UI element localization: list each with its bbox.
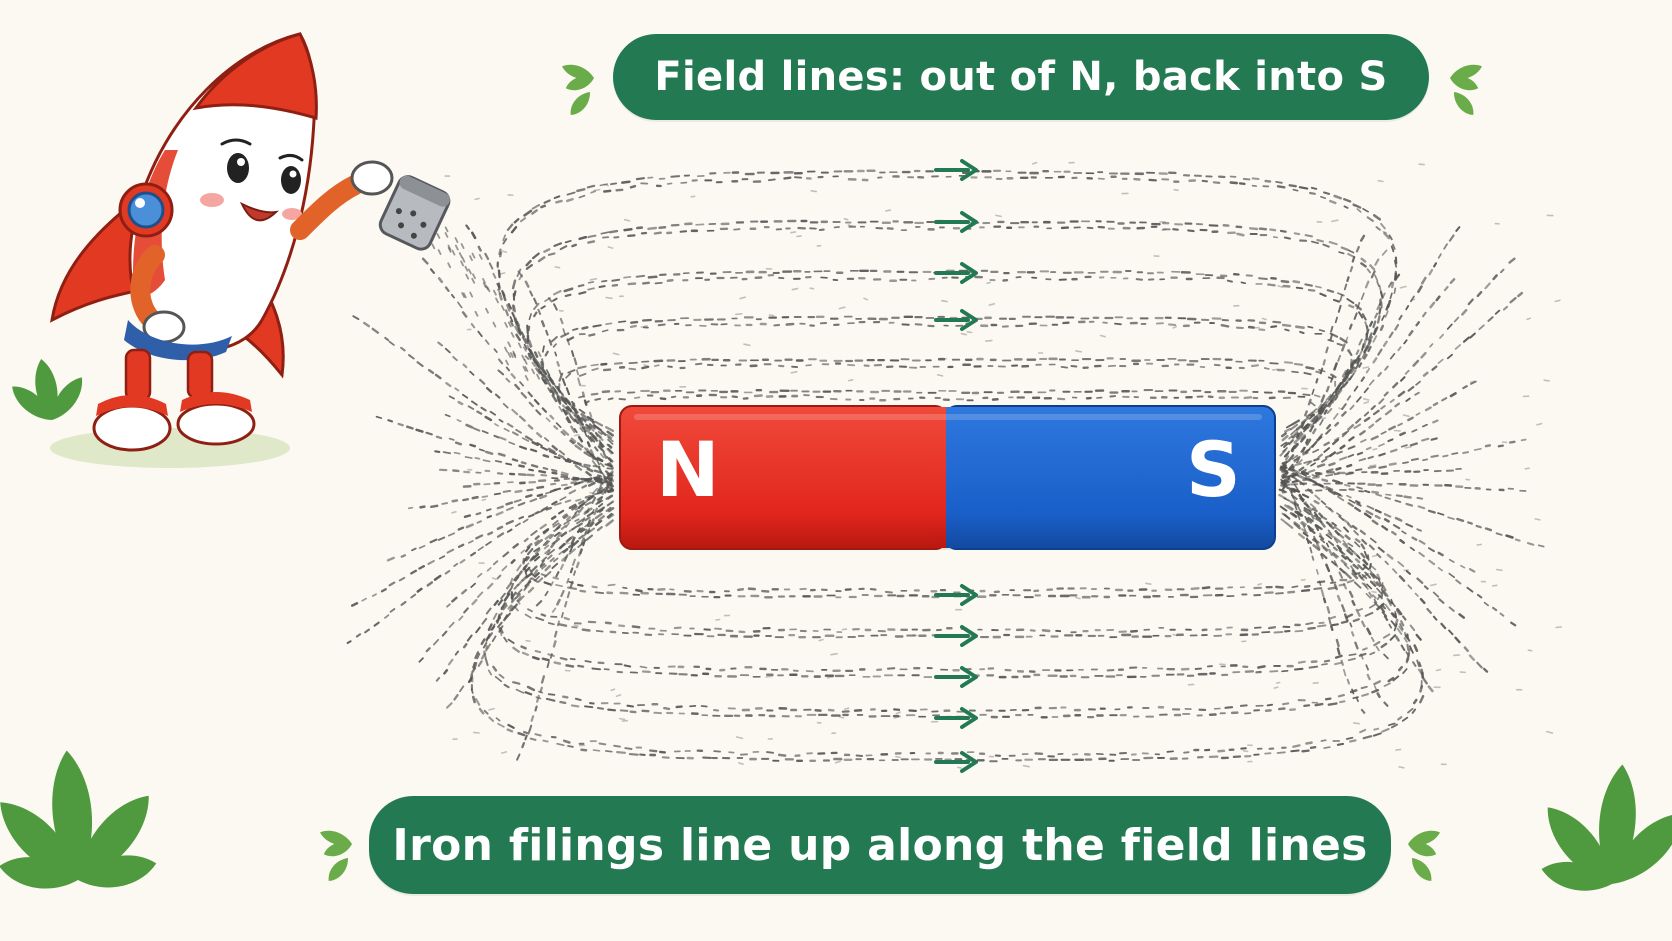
leaf-icon (0, 857, 78, 889)
leaf-icon (323, 842, 352, 857)
top-banner: Field lines: out of N, back into S (613, 34, 1429, 120)
south-pole-label: S (1186, 425, 1241, 514)
field-direction-arrows (934, 159, 978, 773)
leaf-icon (570, 92, 591, 115)
leaf-icon (328, 858, 349, 881)
leaf-icon (1453, 92, 1474, 115)
bottom-banner-text: Iron filings line up along the field lin… (392, 819, 1368, 871)
leaf-icon (320, 830, 352, 846)
iron-filings (346, 161, 1563, 769)
arrow-right-icon (934, 707, 978, 729)
arrow-right-icon (934, 309, 978, 331)
top-banner-text: Field lines: out of N, back into S (654, 54, 1388, 100)
arrow-right-icon (934, 625, 978, 647)
leaf-icon (51, 377, 82, 420)
bar-magnet (619, 405, 1276, 550)
leaf-icon (78, 855, 157, 888)
salt-shaker-icon (378, 175, 451, 251)
arrow-right-icon (934, 584, 978, 606)
arrow-right-icon (934, 262, 978, 284)
leaf-icon (12, 386, 52, 420)
arrow-right-icon (934, 751, 978, 773)
leaf-icon (1612, 813, 1672, 884)
leaf-icon (0, 802, 78, 880)
leaf-icon (1450, 76, 1479, 91)
rocket-character-icon (50, 32, 394, 468)
arrow-right-icon (934, 159, 978, 181)
leaf-icon (1408, 842, 1437, 857)
leaf-icon (1408, 830, 1440, 846)
leaf-icon (1547, 807, 1612, 884)
leaf-icon (78, 795, 149, 880)
arrow-right-icon (934, 666, 978, 688)
leaf-icon (562, 64, 594, 80)
leaf-icon (1411, 858, 1432, 881)
bottom-banner: Iron filings line up along the field lin… (369, 796, 1391, 894)
arrow-right-icon (934, 211, 978, 233)
leaf-icon (1450, 64, 1482, 80)
north-pole-label: N (656, 425, 720, 514)
leaf-decorations (0, 64, 1672, 891)
leaf-icon (565, 76, 594, 91)
leaf-icon (1541, 861, 1612, 891)
